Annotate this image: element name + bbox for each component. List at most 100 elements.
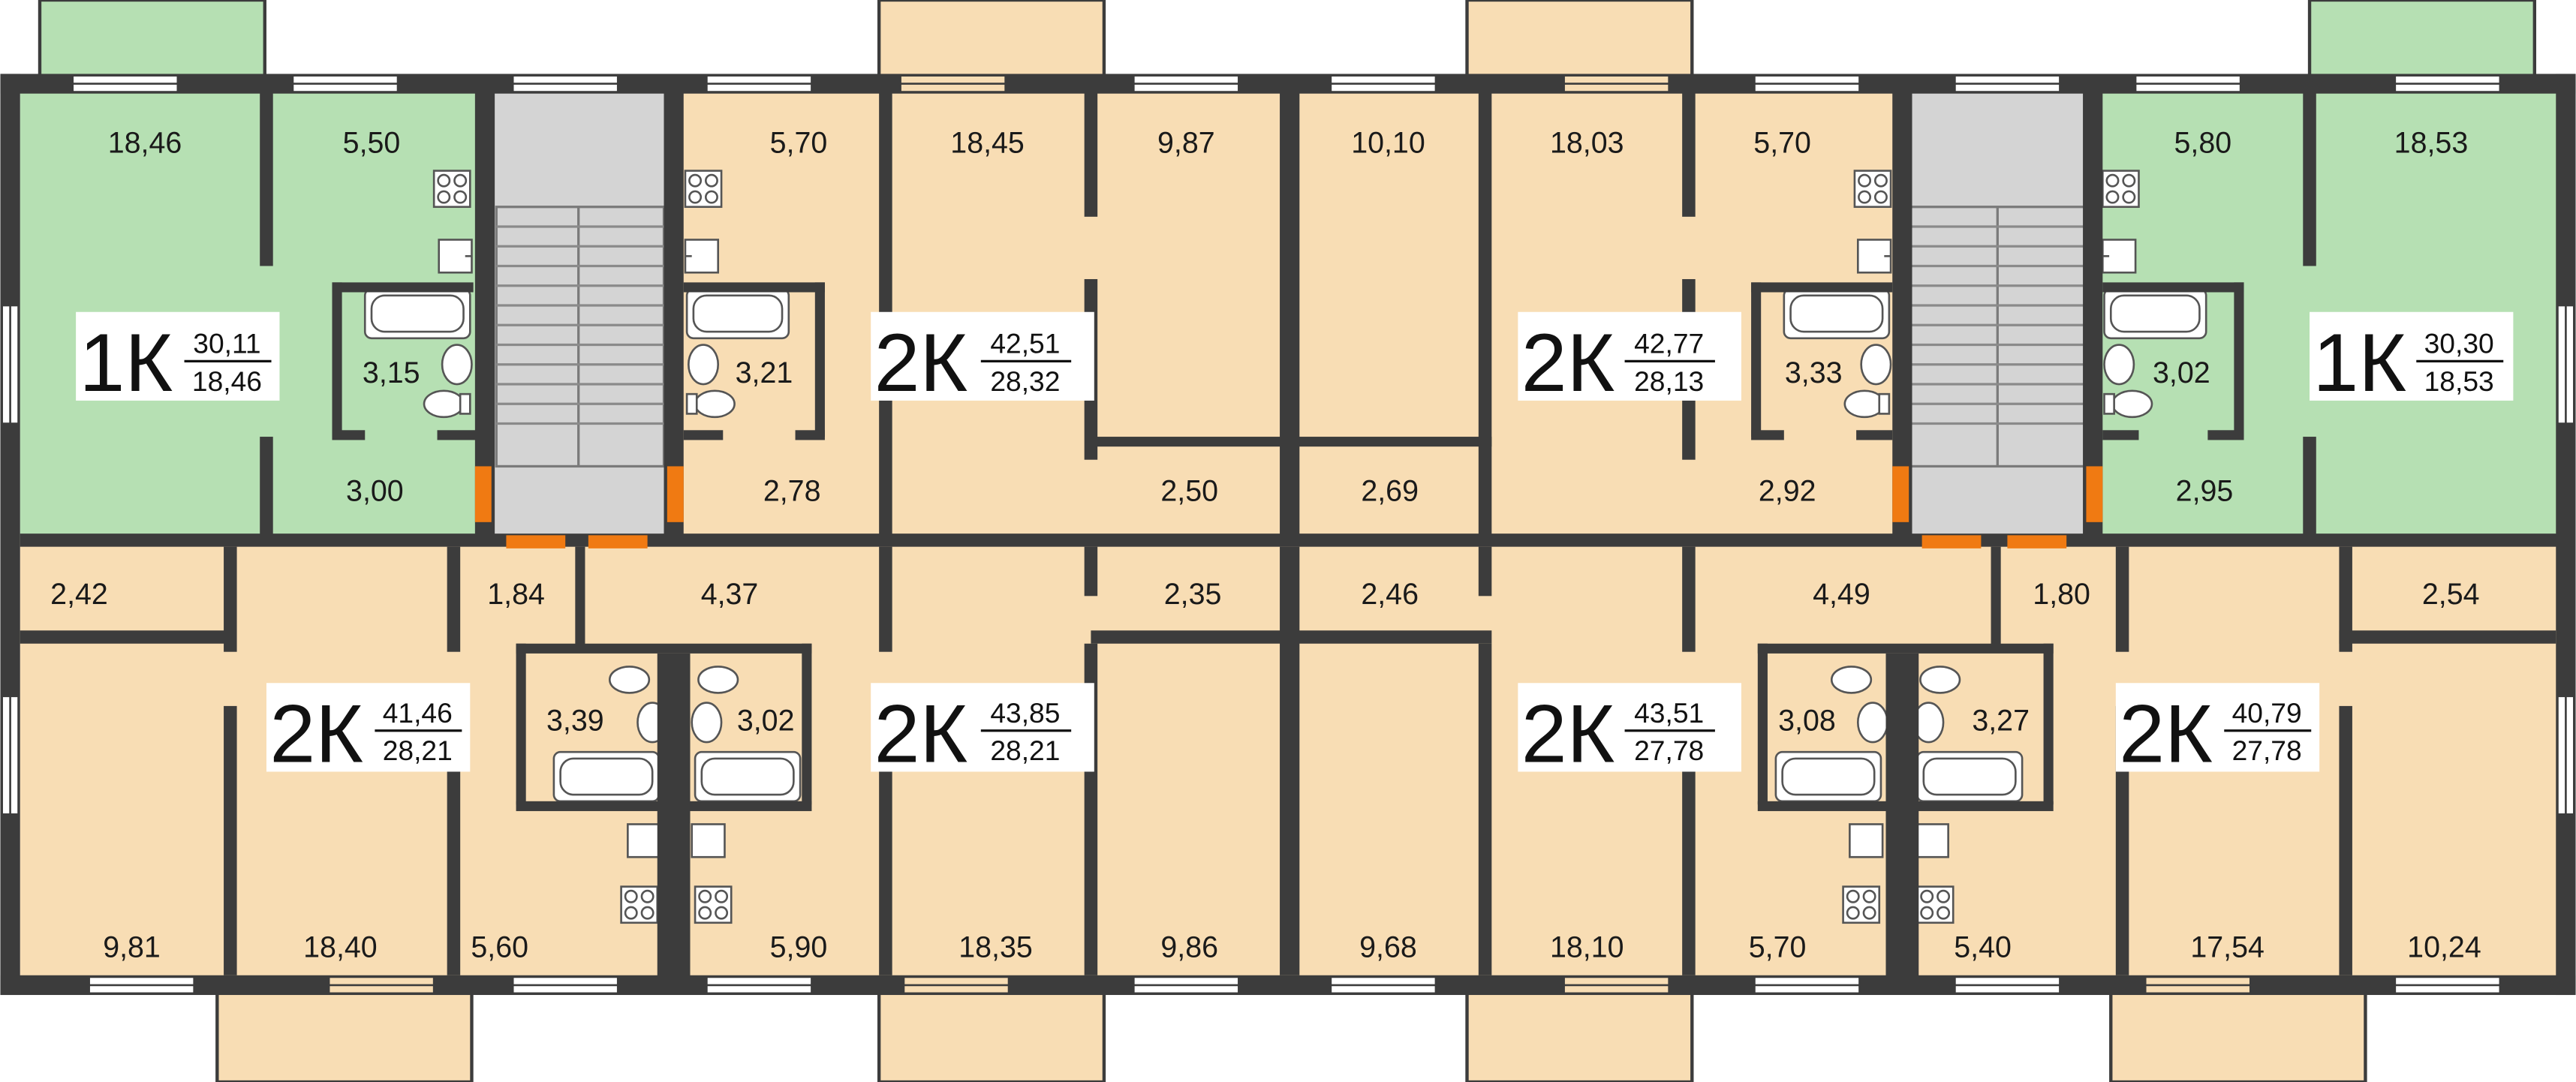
washbasin-icon [1856,702,1888,744]
washbasin-icon [2103,344,2135,386]
stove-icon [1915,885,1955,924]
entrance-door [2086,466,2103,522]
room-area: 18,45 [950,126,1025,159]
stair-right [1909,206,2086,468]
toilet-icon [1919,666,1961,694]
sink-icon [1849,823,1884,858]
apartment-living-area: 18,53 [2424,365,2494,397]
washbasin-icon [688,344,720,386]
apartment-badge: 2К 43,85 28,21 [871,683,1094,780]
room-area: 2,50 [1160,474,1218,507]
room-area: 2,92 [1759,474,1816,507]
room-area: 5,50 [343,126,401,159]
room-area: 3,15 [363,356,420,389]
room-area: 1,84 [487,578,545,611]
toilet-icon [608,666,651,694]
apartment-type: 2К [1521,317,1615,409]
windows [1,74,2575,995]
room-area: 2,42 [50,578,108,611]
room-area: 5,70 [770,126,828,159]
room-area: 2,54 [2422,578,2480,611]
apartment-total-area: 41,46 [383,697,453,729]
bathtub-icon [694,750,802,803]
room-area: 5,80 [2174,126,2231,159]
room-area: 5,60 [471,931,528,964]
washbasin-icon [441,344,473,386]
apartment-total-area: 30,11 [193,327,260,359]
room-area: 18,53 [2394,126,2469,159]
room-area: 4,37 [701,578,759,611]
apartment-type: 2К [874,317,968,409]
room-area: 2,35 [1164,578,1222,611]
toilet-icon [1843,389,1891,419]
bathtub-icon [1783,287,1891,340]
room-area: 18,46 [108,126,182,159]
apartment-badge: 2К 42,77 28,13 [1518,311,1741,409]
sink-icon [2102,239,2137,274]
stove-icon [694,885,733,924]
room-area: 3,33 [1785,356,1843,389]
fixtures [363,170,2207,924]
apartment-living-area: 28,21 [383,735,453,766]
apartment-living-area: 28,21 [990,735,1060,766]
sink-icon [691,823,726,858]
apartment-total-area: 30,30 [2424,327,2494,359]
room-area: 5,90 [770,931,828,964]
balcony-bottom-1 [215,980,474,1082]
entrance-door [1921,535,1982,549]
balcony-bottom-4 [2109,980,2367,1082]
sink-icon [684,239,720,274]
apartment-badge: 1К 30,30 18,53 [2310,311,2514,409]
stair-left [495,206,666,468]
toilet-icon [423,389,471,419]
room-area: 18,40 [303,931,378,964]
bathtub-icon [685,287,790,340]
sink-icon [438,239,473,274]
room-area: 3,08 [1778,705,1836,738]
washbasin-icon [1860,344,1892,386]
room-area: 9,87 [1157,126,1215,159]
apartment-living-area: 28,32 [990,365,1060,397]
apartment-living-area: 27,78 [1634,735,1704,766]
toilet-icon [1830,666,1873,694]
apartment-badge: 2К 43,51 27,78 [1518,683,1741,780]
apartment-badges: 1К 30,11 18,46 2К 42,51 28,32 2К 42,77 2… [76,311,2514,780]
room-area: 2,78 [763,474,821,507]
toilet-icon [685,389,736,419]
bathtub-icon [2103,287,2207,340]
apartment-type: 2К [2119,688,2213,780]
apartment-type: 2К [1521,688,1615,780]
room-area: 3,02 [737,705,795,738]
balcony-bottom-2 [877,980,1106,1082]
room-area: 3,39 [546,705,604,738]
washbasin-icon [691,702,723,744]
room-area: 1,80 [2033,578,2090,611]
apartment-total-area: 43,85 [990,697,1060,729]
sink-icon [1856,239,1892,274]
room-area: 5,70 [1749,931,1807,964]
apartment-type: 1К [2313,317,2406,409]
sink-icon [627,823,662,858]
room-area: 3,27 [1972,705,2030,738]
entrance-door [667,466,684,522]
balcony-bottom-3 [1465,980,1694,1082]
toilet-icon [697,666,739,694]
room-labels-bottom: 2,42 9,81 18,40 1,84 3,39 5,60 4,37 3,02… [50,578,2481,963]
stove-icon [684,170,723,209]
apartment-living-area: 27,78 [2232,735,2302,766]
bathtub-icon [1915,750,2024,803]
apartment-total-area: 42,51 [990,327,1060,359]
room-area: 2,95 [2176,474,2234,507]
room-area: 18,03 [1550,126,1624,159]
apartment-total-area: 40,79 [2232,697,2302,729]
toilet-icon [2103,389,2153,419]
entrance-door [588,535,648,549]
room-area: 17,54 [2190,931,2265,964]
room-area: 18,10 [1550,931,1624,964]
sink-icon [1914,823,1949,858]
apartment-total-area: 43,51 [1634,697,1704,729]
room-area: 5,70 [1753,126,1811,159]
stove-icon [1853,170,1892,209]
entrance-doors [474,466,2103,549]
